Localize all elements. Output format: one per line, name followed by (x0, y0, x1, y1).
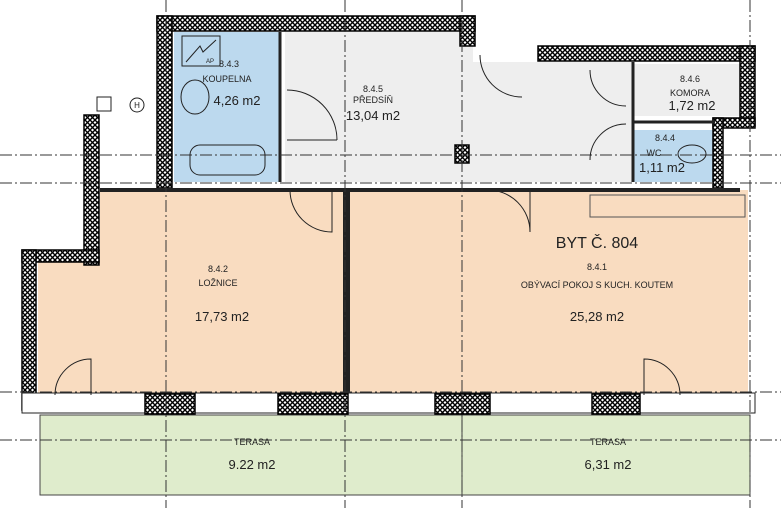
room-code: 8.4.6 (680, 74, 700, 84)
room-area: 1,11 m2 (639, 160, 685, 175)
room-bathroom (174, 32, 280, 182)
room-name: OBÝVACÍ POKOJ S KUCH. KOUTEM (521, 280, 673, 290)
room-code: 8.4.5 (363, 84, 383, 94)
room-name: KOMORA (670, 88, 710, 98)
room-hall-east (473, 62, 633, 182)
terrace-left (39, 414, 463, 496)
switchboard-icon (181, 35, 221, 67)
kitchen-unit (589, 194, 746, 218)
room-hall (285, 32, 473, 182)
room-code: 8.4.4 (655, 133, 675, 143)
room-storage (633, 64, 748, 116)
apartment-title: BYT Č. 804 (556, 233, 639, 252)
ap-label: AP (206, 59, 214, 65)
room-name: PŘEDSÍŇ (353, 95, 393, 105)
wall (712, 117, 724, 189)
wall (739, 45, 756, 127)
window-pier (144, 393, 196, 415)
room-bedroom (38, 190, 343, 395)
room-code: 8.4.2 (208, 264, 228, 274)
sink-icon (180, 79, 210, 115)
wall (83, 114, 100, 266)
wall (156, 15, 476, 32)
h-symbol (129, 97, 145, 113)
room-area: 1,72 m2 (669, 98, 716, 113)
wall (537, 45, 756, 62)
terrace-right (461, 414, 751, 496)
facade-line (21, 392, 756, 414)
room-code: 8.4.1 (587, 262, 607, 272)
room-name: WC (647, 148, 662, 158)
chimney-icon (96, 96, 112, 112)
window-pier (277, 393, 349, 415)
partition (278, 32, 715, 182)
terrace-name: TERASA (234, 437, 270, 447)
window-pier (591, 393, 641, 415)
room-name: LOŽNICE (198, 278, 237, 288)
room-living (350, 190, 748, 395)
wall (156, 15, 173, 189)
terrace-area: 6,31 m2 (585, 457, 632, 472)
bathtub-icon (189, 144, 266, 176)
terrace-area: 9.22 m2 (229, 457, 276, 472)
room-area: 4,26 m2 (214, 93, 261, 108)
room-wc (633, 130, 713, 182)
room-name: KOUPELNA (202, 74, 251, 84)
room-area: 17,73 m2 (195, 309, 249, 324)
wall (459, 15, 476, 47)
room-code: 8.4.3 (219, 59, 239, 69)
room-area: 13,04 m2 (346, 108, 400, 123)
terrace-name: TERASA (590, 437, 626, 447)
wall (21, 249, 37, 411)
h-symbol-label: H (134, 101, 140, 110)
room-area: 25,28 m2 (570, 309, 624, 324)
toilet-icon (677, 144, 707, 164)
door (54, 54, 681, 396)
